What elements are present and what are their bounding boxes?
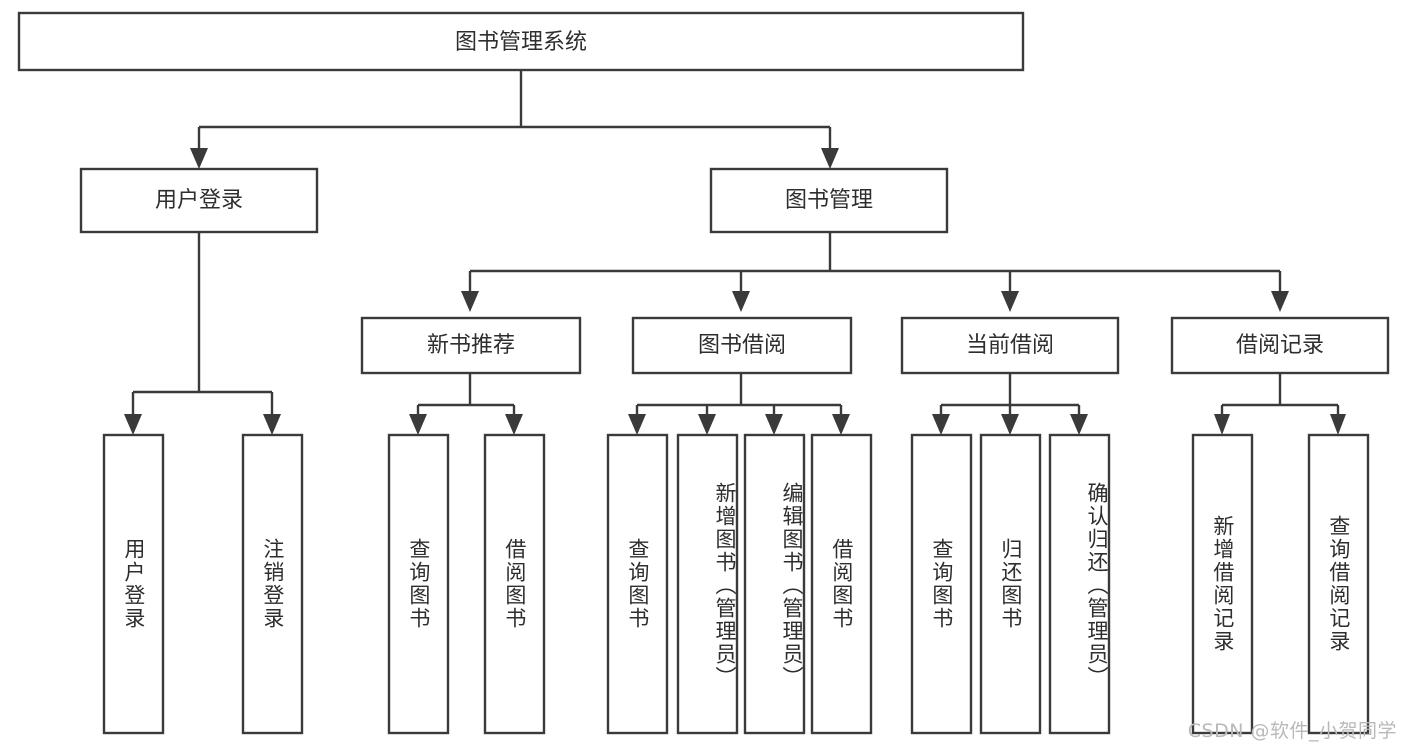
leaf-boxes-current-borrow: [910, 433, 1111, 735]
node-book-management-box[interactable]: [709, 167, 949, 234]
node-new-book-recommend-label: 新书推荐: [427, 333, 515, 358]
csdn-watermark: CSDN @软件_小贺同学: [1187, 720, 1397, 742]
arrow-head-user-login: [190, 148, 208, 169]
node-borrow-record-label: 借阅记录: [1236, 333, 1324, 358]
node-user-login-label: 用户登录: [155, 188, 243, 213]
connector-group-new-book: [409, 373, 523, 435]
leaf-box-book-borrow-3[interactable]: [743, 433, 806, 735]
leaf-box-borrow-record-2[interactable]: [1307, 433, 1370, 735]
node-borrow-record[interactable]: 借阅记录: [1170, 316, 1390, 375]
leaf-box-book-borrow-1[interactable]: [606, 433, 669, 735]
connector-group-root: [190, 70, 839, 169]
connector-group-current-borrow: [932, 373, 1088, 435]
leaf-box-book-borrow-4[interactable]: [810, 433, 873, 735]
node-new-book-recommend-box[interactable]: [360, 316, 582, 375]
leaf-box-new-book-2[interactable]: [483, 433, 546, 735]
leaf-boxes-user-login: [102, 433, 304, 735]
arrow-head-leaf-book-borrow-3: [765, 414, 783, 435]
node-root[interactable]: 图书管理系统: [17, 11, 1025, 72]
node-root-box[interactable]: [17, 11, 1025, 72]
connector-group-user-login: [124, 232, 281, 435]
arrow-head-leaf-new-book-1: [409, 414, 427, 435]
leaf-box-book-borrow-2[interactable]: [676, 433, 739, 735]
node-book-borrow-label: 图书借阅: [698, 333, 786, 358]
arrow-head-current-borrow: [1001, 291, 1019, 312]
arrow-head-leaf-current-borrow-1: [932, 414, 950, 435]
arrow-head-new-book: [461, 291, 479, 312]
node-book-management-label: 图书管理: [785, 188, 873, 213]
leaf-box-current-borrow-3[interactable]: [1048, 433, 1111, 735]
leaf-box-user-login-2[interactable]: [241, 433, 304, 735]
arrow-head-leaf-user-login-1: [124, 414, 142, 435]
node-borrow-record-box[interactable]: [1170, 316, 1390, 375]
arrow-head-leaf-new-book-2: [505, 414, 523, 435]
leaf-box-current-borrow-1[interactable]: [910, 433, 973, 735]
arrow-head-leaf-book-borrow-4: [832, 414, 850, 435]
node-current-borrow-label: 当前借阅: [966, 333, 1054, 358]
arrow-head-borrow-record: [1271, 291, 1289, 312]
leaf-box-new-book-1[interactable]: [387, 433, 450, 735]
arrow-head-leaf-borrow-record-2: [1330, 414, 1346, 435]
leaf-box-borrow-record-1[interactable]: [1191, 433, 1254, 735]
node-current-borrow[interactable]: 当前借阅: [900, 316, 1120, 375]
leaf-box-user-login-1[interactable]: [102, 433, 165, 735]
node-book-borrow-box[interactable]: [631, 316, 853, 375]
node-new-book-recommend[interactable]: 新书推荐: [360, 316, 582, 375]
node-book-management[interactable]: 图书管理: [709, 167, 949, 234]
arrow-head-leaf-current-borrow-2: [1001, 414, 1019, 435]
arrow-head-leaf-current-borrow-3: [1070, 414, 1088, 435]
arrow-head-leaf-book-borrow-2: [698, 414, 716, 435]
connector-group-book-mgmt: [461, 232, 1289, 312]
node-user-login-box[interactable]: [79, 167, 319, 234]
arrow-head-book-mgmt: [821, 148, 839, 169]
arrow-head-leaf-book-borrow-1: [628, 414, 646, 435]
arrow-head-book-borrow: [732, 291, 750, 312]
node-current-borrow-box[interactable]: [900, 316, 1120, 375]
leaf-boxes-book-borrow: [606, 433, 873, 735]
leaf-boxes-new-book-recommend: [387, 433, 546, 735]
connector-group-borrow-record: [1214, 373, 1346, 435]
node-book-borrow[interactable]: 图书借阅: [631, 316, 853, 375]
node-user-login[interactable]: 用户登录: [79, 167, 319, 234]
arrow-head-leaf-borrow-record-1: [1214, 414, 1230, 435]
leaf-boxes-borrow-record: [1191, 433, 1370, 735]
node-root-label: 图书管理系统: [455, 30, 587, 55]
arrow-head-leaf-user-login-2: [263, 414, 281, 435]
leaf-box-current-borrow-2[interactable]: [979, 433, 1042, 735]
connector-group-book-borrow: [628, 373, 850, 435]
